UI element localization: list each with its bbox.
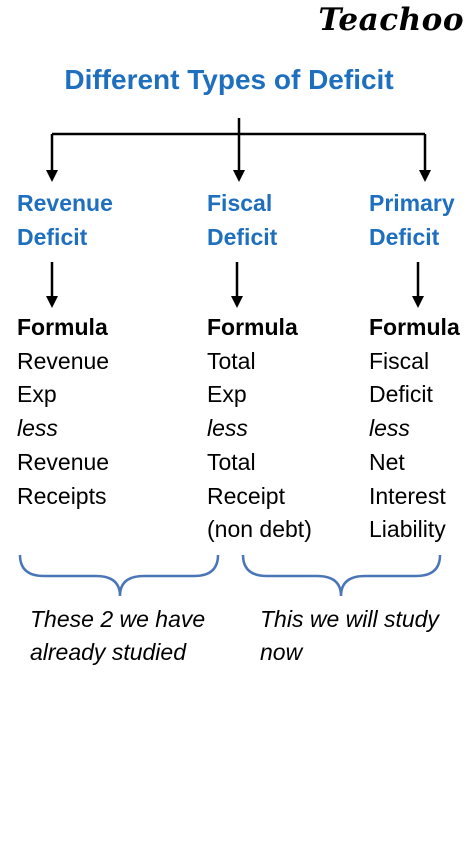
heading-fiscal-line1: Fiscal [207, 190, 273, 216]
heading-primary-line1: Primary [369, 190, 455, 216]
formula-primary-deficit: Formula Fiscal Deficit less Net Interest… [369, 311, 460, 547]
formula-term: Revenue [17, 448, 110, 475]
formula-term: (non debt) [207, 516, 312, 543]
formula-revenue-deficit: Formula Revenue Exp less Revenue Receipt… [17, 311, 109, 513]
formula-term: Interest [369, 482, 446, 509]
teachoo-logo: Teachoo [318, 2, 464, 38]
formula-term: Receipt [207, 482, 285, 509]
note-line: already studied [30, 639, 186, 665]
note-line: These 2 we have [30, 606, 206, 632]
heading-primary-line2: Deficit [369, 224, 440, 250]
formula-label: Formula [17, 314, 108, 340]
note-line: now [260, 639, 303, 665]
formula-term: Exp [207, 381, 247, 408]
formula-term: Total [207, 448, 256, 475]
heading-fiscal-line2: Deficit [207, 224, 278, 250]
formula-term: Fiscal [369, 347, 430, 374]
heading-revenue-line2: Deficit [17, 224, 88, 250]
brace-left [18, 554, 220, 597]
formula-operator: less [369, 415, 410, 442]
arrowhead-revenue-top [46, 170, 58, 182]
formula-term: Revenue [17, 347, 110, 374]
arrowhead-revenue [46, 296, 58, 308]
note-studied: These 2 we have already studied [30, 603, 205, 669]
formula-fiscal-deficit: Formula Total Exp less Total Receipt (no… [207, 311, 312, 547]
arrowhead-primary [412, 296, 424, 308]
heading-fiscal-deficit: Fiscal Deficit [207, 186, 277, 254]
formula-label: Formula [369, 314, 460, 340]
note-will-study: This we will study now [260, 603, 439, 669]
formula-operator: less [17, 415, 58, 442]
arrowhead-primary-top [419, 170, 431, 182]
formula-operator: less [207, 415, 248, 442]
formula-term: Deficit [369, 381, 433, 408]
brace-right [241, 554, 442, 597]
formula-term: Liability [369, 516, 446, 543]
arrowhead-fiscal-top [233, 170, 245, 182]
formula-term: Total [207, 347, 256, 374]
formula-term: Receipts [17, 482, 107, 509]
arrowhead-fiscal [231, 296, 243, 308]
formula-label: Formula [207, 314, 298, 340]
formula-term: Net [369, 448, 405, 475]
formula-term: Exp [17, 381, 57, 408]
heading-primary-deficit: Primary Deficit [369, 186, 455, 254]
heading-revenue-line1: Revenue [17, 190, 113, 216]
diagram-title: Different Types of Deficit [64, 64, 394, 95]
note-line: This we will study [260, 606, 439, 632]
heading-revenue-deficit: Revenue Deficit [17, 186, 113, 254]
